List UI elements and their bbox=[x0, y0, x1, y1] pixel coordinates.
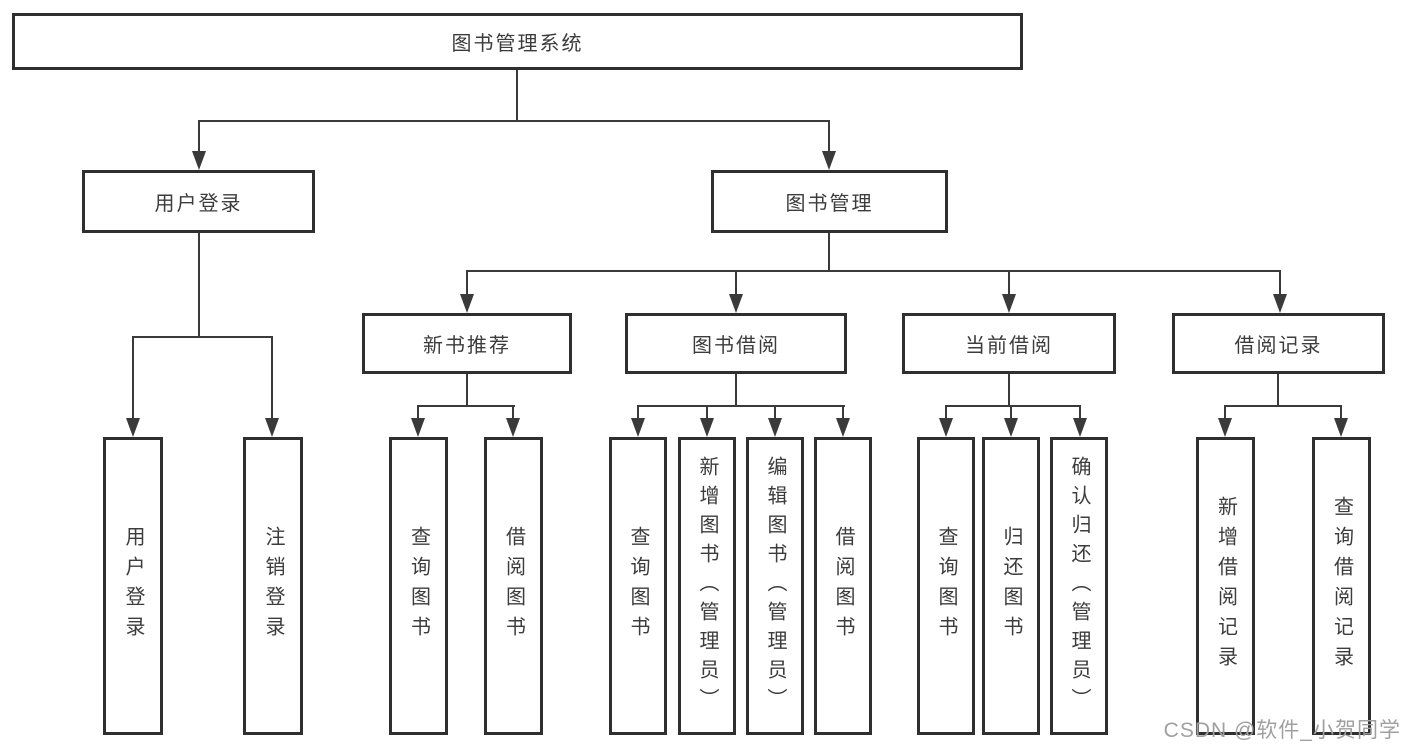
connector-current-stem bbox=[1008, 374, 1010, 407]
node-library-management-system: 图书管理系统 bbox=[12, 13, 1023, 70]
connector-arrow-shaft bbox=[417, 405, 419, 420]
arrow-down-icon bbox=[939, 418, 953, 437]
arrow-down-icon bbox=[1073, 418, 1087, 437]
node-label: 用户登录 bbox=[154, 193, 243, 215]
arrow-down-icon bbox=[1273, 294, 1287, 313]
leaf-label: 借阅图书 bbox=[502, 526, 525, 646]
connector-current-rail bbox=[945, 405, 1081, 407]
connector-arrow-shaft bbox=[945, 405, 947, 420]
connector-arrow-shaft bbox=[271, 336, 273, 420]
connector-arrow-shaft bbox=[132, 336, 134, 420]
connector-user-login-rail bbox=[132, 336, 273, 338]
leaf-add-borrow-record: 新增借阅记录 bbox=[1196, 437, 1255, 735]
leaf-edit-books-admin: 编辑图书（管理员） bbox=[746, 437, 804, 735]
leaf-label: 用户登录 bbox=[122, 526, 144, 646]
leaf-query-books: 查询图书 bbox=[917, 437, 975, 735]
arrow-down-icon bbox=[836, 418, 850, 437]
leaf-query-borrow-record: 查询借阅记录 bbox=[1312, 437, 1371, 735]
arrow-down-icon bbox=[460, 294, 474, 313]
leaf-label: 确认归还（管理员） bbox=[1068, 455, 1090, 717]
node-new-book-recommendation: 新书推荐 bbox=[362, 313, 572, 374]
arrow-down-icon bbox=[768, 418, 782, 437]
node-book-management: 图书管理 bbox=[711, 170, 948, 233]
leaf-borrow-books: 借阅图书 bbox=[814, 437, 872, 735]
leaf-label: 归还图书 bbox=[1000, 526, 1022, 646]
node-label: 新书推荐 bbox=[423, 335, 511, 357]
leaf-label: 查询图书 bbox=[935, 526, 957, 646]
connector-arrow-shaft bbox=[512, 405, 514, 420]
leaf-label: 编辑图书（管理员） bbox=[764, 455, 786, 717]
leaf-label: 查询图书 bbox=[627, 526, 649, 646]
node-label: 图书管理系统 bbox=[451, 33, 584, 55]
connector-arrow-shaft bbox=[1010, 405, 1012, 420]
connector-arrow-shaft bbox=[1224, 405, 1226, 420]
node-user-login: 用户登录 bbox=[82, 170, 315, 233]
node-borrowing-records: 借阅记录 bbox=[1172, 313, 1385, 374]
leaf-user-login: 用户登录 bbox=[103, 437, 163, 735]
leaf-add-books-admin: 新增图书（管理员） bbox=[678, 437, 736, 735]
leaf-label: 新增借阅记录 bbox=[1214, 496, 1237, 676]
arrow-down-icon bbox=[822, 151, 836, 170]
arrow-down-icon bbox=[265, 418, 279, 437]
connector-records-stem bbox=[1277, 374, 1279, 407]
connector-arrow-shaft bbox=[706, 405, 708, 420]
node-book-borrowing: 图书借阅 bbox=[625, 313, 847, 374]
node-label: 图书借阅 bbox=[692, 335, 780, 357]
connector-arrow-shaft bbox=[735, 270, 737, 296]
arrow-down-icon bbox=[700, 418, 714, 437]
connector-book-mgmt-stem bbox=[828, 233, 830, 272]
connector-arrow-shaft bbox=[828, 120, 830, 153]
connector-root-rail bbox=[198, 120, 830, 122]
connector-user-login-stem bbox=[198, 233, 200, 338]
csdn-watermark: CSDN @软件_小贺同学 bbox=[1163, 719, 1401, 742]
connector-arrow-shaft bbox=[1079, 405, 1081, 420]
connector-arrow-shaft bbox=[637, 405, 639, 420]
leaf-label: 新增图书（管理员） bbox=[696, 455, 718, 717]
leaf-logout: 注销登录 bbox=[243, 437, 303, 735]
node-label: 图书管理 bbox=[785, 193, 874, 215]
connector-arrow-shaft bbox=[1279, 270, 1281, 296]
leaf-query-books: 查询图书 bbox=[389, 437, 448, 735]
arrow-down-icon bbox=[1004, 418, 1018, 437]
connector-arrow-shaft bbox=[774, 405, 776, 420]
connector-recommend-stem bbox=[466, 374, 468, 407]
connector-arrow-shaft bbox=[842, 405, 844, 420]
node-label: 当前借阅 bbox=[965, 335, 1053, 357]
arrow-down-icon bbox=[192, 151, 206, 170]
arrow-down-icon bbox=[729, 294, 743, 313]
arrow-down-icon bbox=[1002, 294, 1016, 313]
leaf-label: 查询借阅记录 bbox=[1330, 496, 1353, 676]
arrow-down-icon bbox=[506, 418, 520, 437]
connector-records-rail bbox=[1224, 405, 1342, 407]
connector-borrow-rail bbox=[637, 405, 845, 407]
arrow-down-icon bbox=[126, 418, 140, 437]
connector-book-mgmt-rail bbox=[466, 270, 1281, 272]
connector-borrow-stem bbox=[735, 374, 737, 407]
leaf-label: 借阅图书 bbox=[832, 526, 854, 646]
leaf-label: 查询图书 bbox=[407, 526, 430, 646]
connector-arrow-shaft bbox=[1008, 270, 1010, 296]
leaf-return-books: 归还图书 bbox=[982, 437, 1040, 735]
node-label: 借阅记录 bbox=[1234, 335, 1323, 357]
arrow-down-icon bbox=[1334, 418, 1348, 437]
node-current-borrowing: 当前借阅 bbox=[902, 313, 1116, 374]
connector-arrow-shaft bbox=[198, 120, 200, 153]
connector-arrow-shaft bbox=[466, 270, 468, 296]
arrow-down-icon bbox=[1218, 418, 1232, 437]
connector-root-stem bbox=[516, 70, 518, 121]
leaf-query-books: 查询图书 bbox=[609, 437, 667, 735]
connector-arrow-shaft bbox=[1340, 405, 1342, 420]
connector-recommend-rail bbox=[417, 405, 515, 407]
leaf-borrow-books: 借阅图书 bbox=[484, 437, 543, 735]
arrow-down-icon bbox=[411, 418, 425, 437]
arrow-down-icon bbox=[631, 418, 645, 437]
leaf-confirm-return-admin: 确认归还（管理员） bbox=[1050, 437, 1108, 735]
leaf-label: 注销登录 bbox=[262, 526, 284, 646]
